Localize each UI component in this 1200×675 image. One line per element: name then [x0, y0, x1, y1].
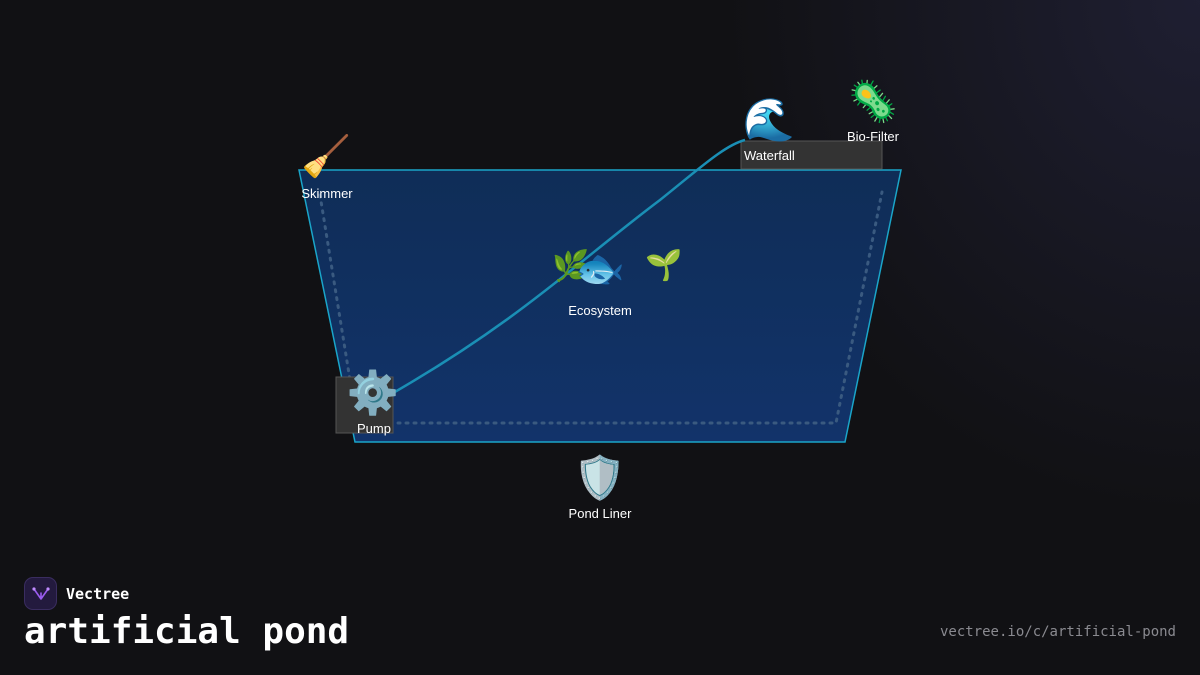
pond-diagram: 🧹 Skimmer 🌊 Waterfall 🦠 Bio-Filter 🌿 🐟 🌱… — [298, 78, 902, 521]
pump-label: Pump — [357, 421, 391, 436]
page-title: artificial pond — [24, 611, 350, 652]
waterfall-label: Waterfall — [744, 148, 795, 163]
node-pump[interactable]: ⚙️ Pump — [347, 368, 399, 436]
node-biofilter[interactable]: 🦠 Bio-Filter — [847, 78, 900, 144]
flow-pipe — [392, 138, 746, 395]
biofilter-label: Bio-Filter — [847, 129, 900, 144]
page-url[interactable]: vectree.io/c/artificial-pond — [939, 624, 1176, 640]
plant-icon: 🌿 — [552, 248, 589, 284]
pond-basin — [298, 169, 902, 443]
gear-icon: ⚙️ — [347, 368, 399, 417]
node-ecosystem[interactable]: 🌿 🐟 🌱 Ecosystem — [552, 246, 682, 318]
waterfall-box[interactable] — [740, 140, 883, 170]
node-liner[interactable]: 🛡️ Pond Liner — [569, 453, 633, 521]
liner-label: Pond Liner — [569, 506, 633, 521]
node-waterfall[interactable]: 🌊 Waterfall — [743, 95, 795, 163]
microbe-icon: 🦠 — [848, 78, 898, 125]
pump-box[interactable] — [335, 376, 394, 434]
fish-icon: 🐟 — [575, 246, 625, 292]
sprout-icon: 🌱 — [645, 248, 682, 283]
ecosystem-label: Ecosystem — [568, 303, 632, 318]
skimmer-label: Skimmer — [301, 186, 353, 201]
liner-outline — [318, 190, 884, 425]
vectree-logo-icon — [24, 577, 57, 610]
brand: Vectree — [24, 577, 129, 610]
broom-icon: 🧹 — [301, 133, 351, 180]
shield-icon: 🛡️ — [574, 453, 626, 502]
node-skimmer[interactable]: 🧹 Skimmer — [301, 133, 353, 201]
brand-name: Vectree — [66, 584, 130, 603]
wave-icon: 🌊 — [743, 95, 795, 144]
